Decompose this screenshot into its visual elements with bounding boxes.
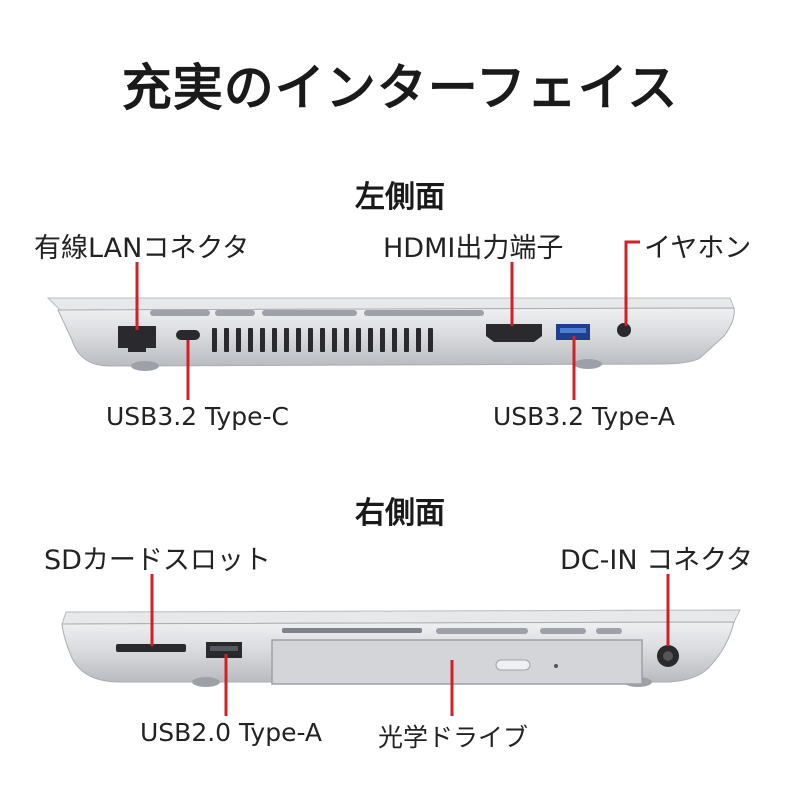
optical-drive-icon xyxy=(271,639,643,685)
usb-a-3-label: USB3.2 Type-A xyxy=(493,402,676,431)
laptop-left-side xyxy=(46,297,735,371)
usb-c-label: USB3.2 Type-C xyxy=(106,402,289,431)
laptop-right-side xyxy=(61,609,741,687)
lan-connector-label: 有線LANコネクタ xyxy=(34,233,250,264)
vent-grille xyxy=(212,328,433,352)
earphone-jack-label: イヤホン xyxy=(644,233,752,264)
earphone-jack-icon xyxy=(617,323,631,337)
usb2-label: USB2.0 Type-A xyxy=(140,718,323,747)
hdmi-port-icon xyxy=(486,324,542,342)
sd-slot-label: SDカードスロット xyxy=(44,545,271,576)
hdmi-port-label: HDMI出力端子 xyxy=(383,233,564,264)
page-title: 充実のインターフェイス xyxy=(121,59,679,117)
dc-in-port-icon xyxy=(657,645,679,667)
sd-slot-icon xyxy=(116,644,186,652)
usb-a-3-port-icon xyxy=(556,324,590,340)
left-side-heading: 左側面 xyxy=(355,180,445,215)
dc-in-label: DC-IN コネクタ xyxy=(560,545,754,576)
right-side-heading: 右側面 xyxy=(355,496,445,531)
lan-port-icon xyxy=(118,326,156,352)
optical-drive-label: 光学ドライブ xyxy=(378,723,529,752)
usb-c-port-icon xyxy=(176,330,200,340)
earphone-callout-line xyxy=(624,240,640,326)
usb2-port-icon xyxy=(206,642,242,658)
